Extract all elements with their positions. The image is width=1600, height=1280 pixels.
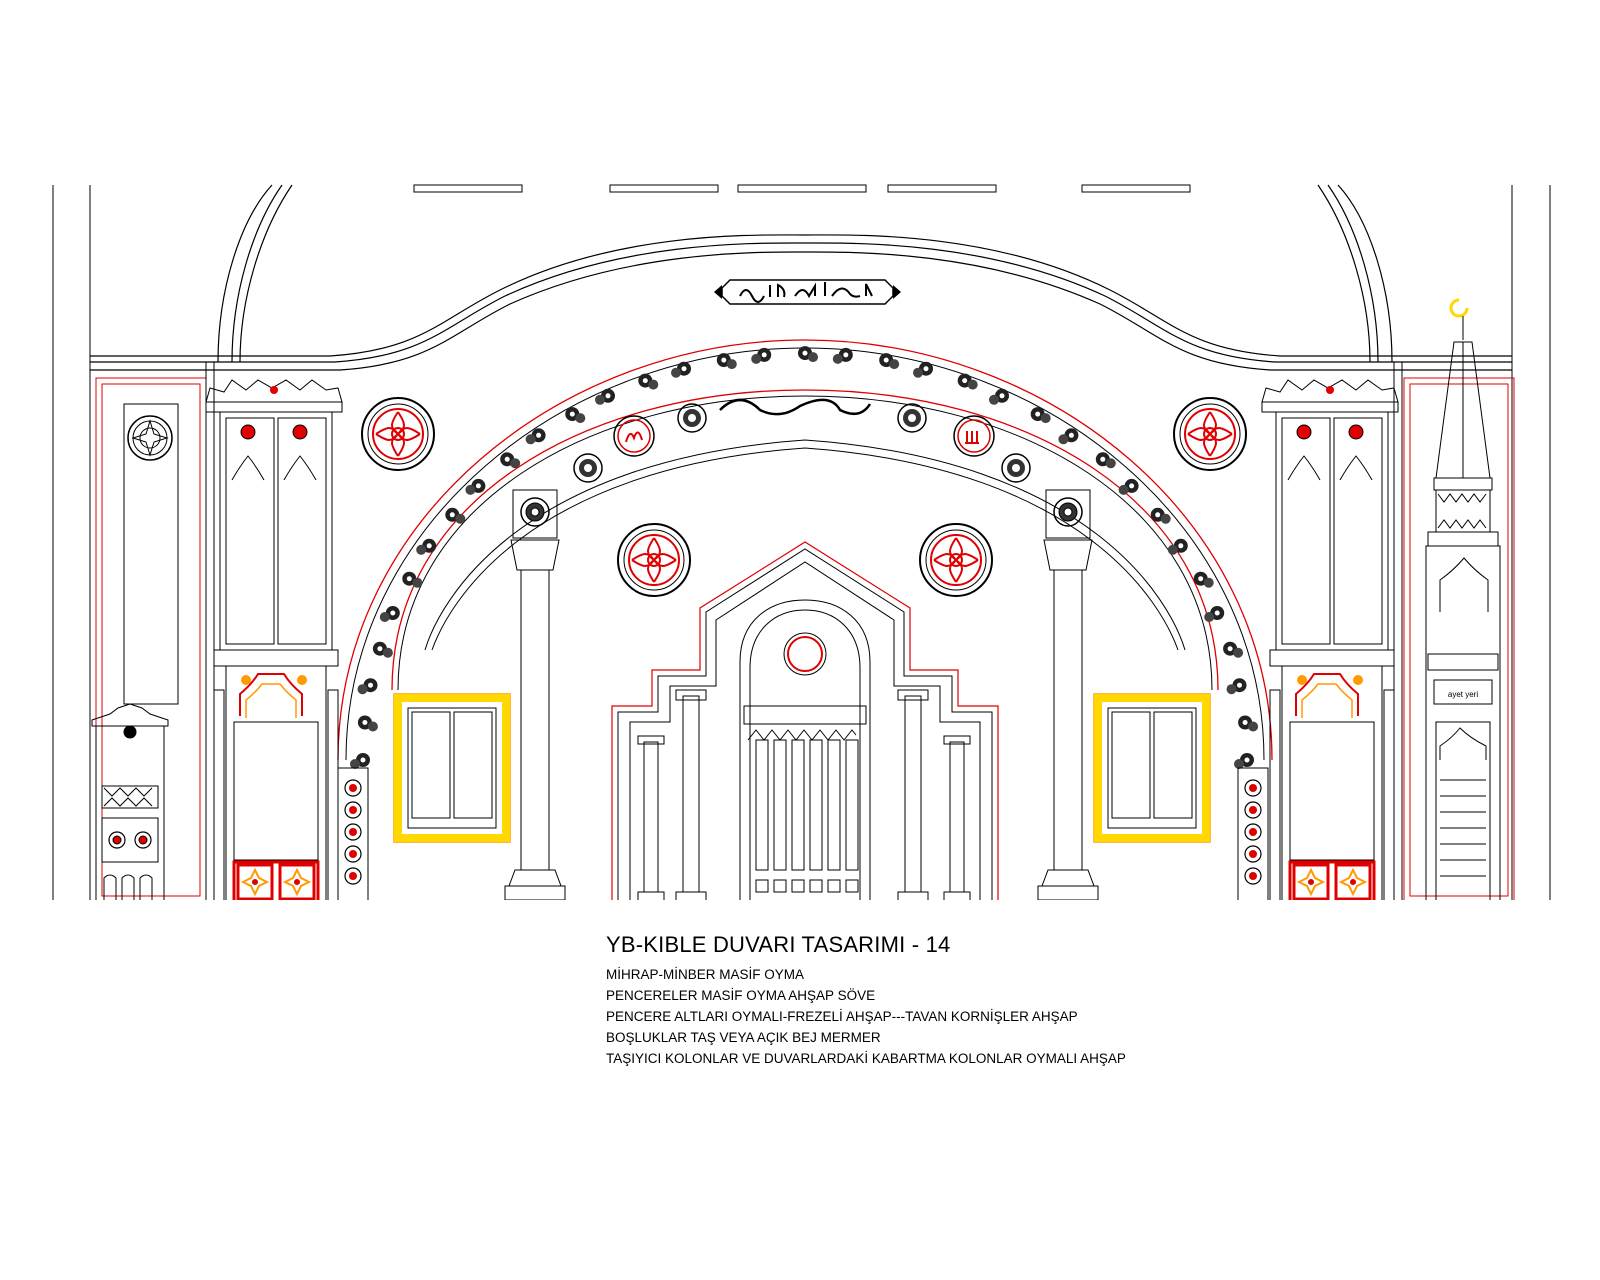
vine-leaf [957,373,978,390]
vine-leaf [989,388,1009,405]
dome-arches [217,184,1393,363]
drawing-notes: YB-KIBLE DUVARI TASARIMI - 14 MİHRAP-MİN… [606,932,1126,1069]
ornamental-panel-right [1261,379,1399,900]
vine-leaf [1150,507,1171,524]
vine-leaf [751,347,772,364]
drawing-title: YB-KIBLE DUVARI TASARIMI - 14 [606,932,951,957]
outer-wall-lines [52,185,1551,900]
ornamental-panel-left [205,379,343,900]
side-pilasters [95,362,1515,900]
note-line: PENCERELER MASİF OYMA AHŞAP SÖVE [606,988,876,1003]
vine-leaf [350,753,370,769]
vine-leaf [1118,478,1139,495]
vine-leaf [832,347,853,364]
arch-vine-ornament [350,346,1259,769]
vine-leaf [1234,753,1254,769]
vine-leaf [500,452,521,469]
vine-leaf [671,361,691,378]
vine-leaf [379,606,400,622]
ornamental-panel-right-tiles [1288,860,1376,900]
left-wall-rosette [127,415,173,461]
minber-label: ayet yeri [1448,690,1478,699]
note-line: PENCERE ALTLARI OYMALI-FREZELİ AHŞAP---T… [606,1009,1078,1024]
arch-medallions [573,398,1031,483]
vine-leaf [1226,678,1247,695]
vine-leaf [357,715,378,732]
kible-wall-elevation: ayet yeri [52,184,1551,900]
minber [1425,298,1501,900]
mihrab [611,541,999,900]
vine-leaf [638,373,659,390]
vine-leaf [1204,606,1225,622]
ceiling-cornices [413,184,1191,193]
vine-leaf [465,478,486,495]
vine-leaf [1167,538,1188,555]
ornamental-panel-left-tiles [232,860,320,900]
vine-leaf [1193,571,1214,588]
note-line: MİHRAP-MİNBER MASİF OYMA [606,967,805,982]
vine-leaf [913,361,933,378]
vine-leaf [1095,452,1116,469]
calligraphy-cartouche [714,279,901,305]
vine-leaf [1030,407,1051,424]
side-windows [393,693,1211,843]
vine-leaf [595,388,615,405]
vine-leaf [357,678,378,695]
vine-leaf [525,428,546,445]
red-medallions [361,397,1247,597]
kursu-lectern [91,703,169,900]
vine-leaf [445,507,466,524]
note-line: BOŞLUKLAR TAŞ VEYA AÇIK BEJ MERMER [606,1030,881,1045]
vine-leaf [372,641,393,658]
vine-leaf [879,353,900,370]
vine-leaf [716,353,737,370]
arch-columns [504,489,1099,900]
wavy-cornice [90,234,1512,371]
vine-leaf [1223,641,1244,658]
note-line: TAŞIYICI KOLONLAR VE DUVARLARDAKİ KABART… [606,1051,1126,1066]
vine-leaf [1058,428,1079,445]
vine-leaf [402,571,423,588]
vine-leaf [416,538,437,555]
vine-leaf [1238,715,1259,732]
vine-leaf [798,346,818,363]
vine-leaf [565,407,586,424]
